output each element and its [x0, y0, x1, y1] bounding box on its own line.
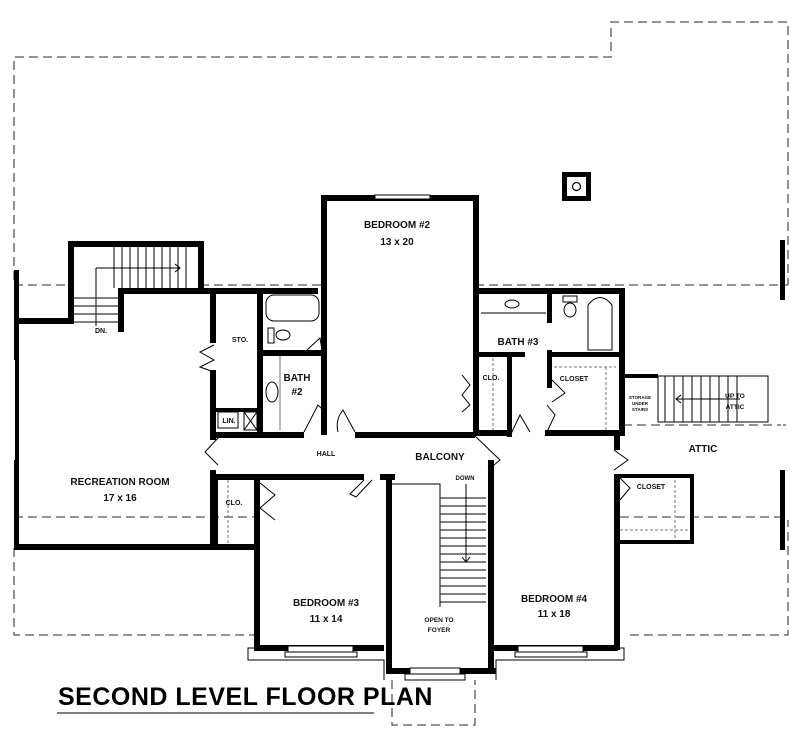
recreation-room-name: RECREATION ROOM [70, 477, 169, 488]
storage-under-stairs-line3: STAIRS [632, 407, 648, 412]
dn-annotation: DN. [95, 328, 107, 335]
balcony-label: BALCONY [415, 452, 465, 463]
bath3-fixtures [481, 295, 613, 351]
bedroom3-size: 11 x 14 [310, 614, 343, 625]
recreation-room-size: 17 x 16 [103, 493, 137, 504]
open-to-foyer-line1: OPEN TO [424, 617, 453, 624]
main-staircase [392, 483, 486, 607]
bath2-label-line1: BATH [283, 373, 310, 384]
up-to-attic-line2: ATTIC [726, 404, 745, 411]
linen-label: LIN. [222, 418, 235, 425]
storage-label: STO. [232, 337, 248, 344]
linen-closet [217, 411, 258, 431]
down-annotation: DOWN [456, 476, 475, 482]
bedroom2-name: BEDROOM #2 [364, 220, 431, 231]
windows [13, 194, 783, 681]
bath3-closet-label: CLOSET [560, 376, 589, 383]
attic-stairs [657, 375, 769, 423]
bedroom4-closet-label: CLOSET [637, 484, 666, 491]
stairs-down-left [74, 247, 187, 326]
bedroom4-name: BEDROOM #4 [521, 594, 588, 605]
bath3-label: BATH #3 [498, 337, 539, 348]
hall-label: HALL [317, 451, 336, 458]
storage-under-stairs-line1: STORAGE [629, 395, 651, 400]
attic-label: ATTIC [689, 444, 718, 455]
closet-left-label: CLO. [226, 500, 243, 507]
open-to-foyer-line2: FOYER [428, 627, 451, 634]
storage-under-stairs-line2: UNDER [632, 401, 649, 406]
bath2-label-line2: #2 [291, 387, 303, 398]
bedroom4-size: 11 x 18 [538, 609, 571, 620]
plan-title: SECOND LEVEL FLOOR PLAN [58, 683, 433, 711]
roof-outline [13, 21, 789, 726]
chimney-icon [562, 172, 591, 201]
bedroom2-size: 13 x 20 [380, 237, 414, 248]
bath2-fixtures [265, 294, 320, 430]
bedroom3-name: BEDROOM #3 [293, 598, 360, 609]
closet-shelves [227, 358, 690, 544]
bath3-closet-small-label: CLO. [483, 375, 500, 382]
doors [198, 337, 631, 521]
up-to-attic-line1: UP TO [725, 393, 745, 400]
